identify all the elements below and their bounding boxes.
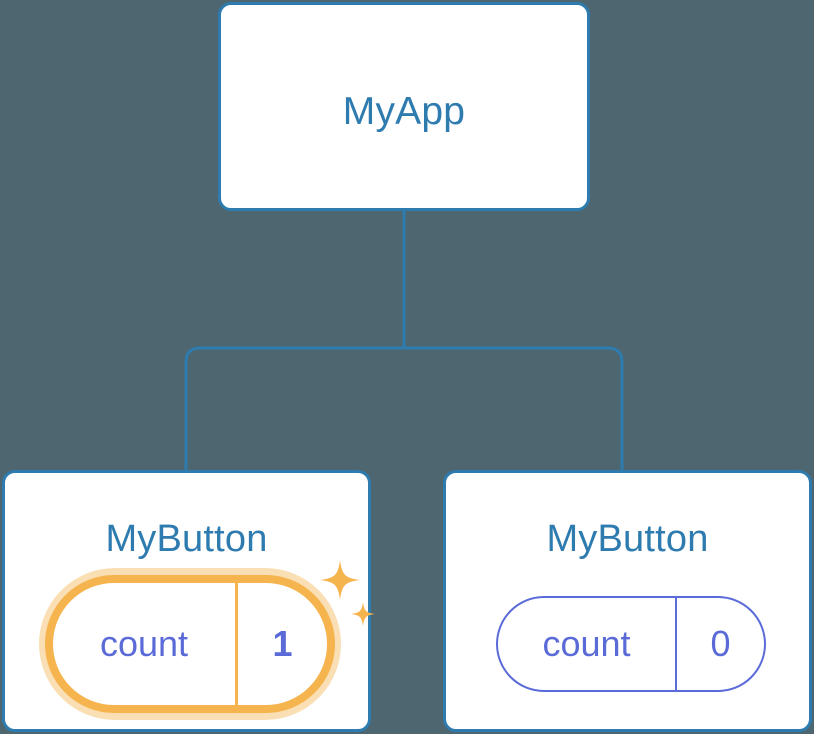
node-mybutton-right-title: MyButton xyxy=(546,518,709,560)
state-pill-left-glow xyxy=(39,568,341,720)
node-mybutton-left-title: MyButton xyxy=(105,518,268,560)
state-pill-left-key: count xyxy=(53,583,238,705)
state-pill-right[interactable]: count 0 xyxy=(496,596,766,692)
state-pill-left-value: 1 xyxy=(272,623,293,664)
sparkle-small-icon xyxy=(351,602,375,626)
sparkle-group xyxy=(318,558,378,632)
state-pill-left[interactable]: count 1 xyxy=(45,575,335,713)
node-myapp-title: MyApp xyxy=(342,90,466,133)
state-pill-right-value: 0 xyxy=(710,623,731,664)
node-mybutton-right[interactable]: MyButton count 0 xyxy=(443,470,812,732)
sparkle-large-icon xyxy=(320,560,360,600)
node-myapp[interactable]: MyApp xyxy=(218,2,590,211)
state-pill-right-key: count xyxy=(498,598,677,690)
node-mybutton-left[interactable]: MyButton count 1 xyxy=(2,470,371,732)
connector-bus xyxy=(184,346,624,472)
